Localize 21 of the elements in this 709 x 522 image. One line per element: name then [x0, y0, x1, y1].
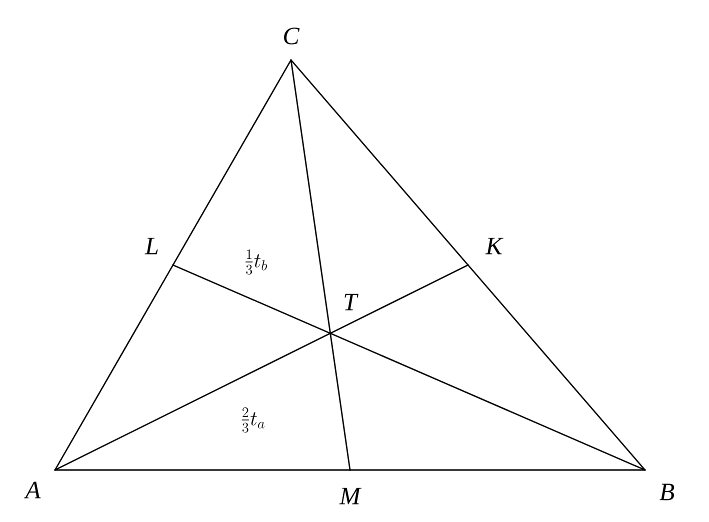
point-label: B — [660, 484, 674, 500]
point-label: C — [284, 28, 300, 44]
line-segment — [350, 469, 645, 471]
line-segment — [290, 60, 331, 334]
line-segment — [54, 264, 174, 470]
point-label: A — [24, 482, 41, 498]
point-label: M — [339, 488, 362, 504]
line-segment — [468, 264, 646, 470]
point-label: L — [144, 238, 158, 254]
edge-label: $\frac{1}{3}t_b$ — [246, 249, 267, 275]
line-segment — [172, 264, 330, 334]
line-segment — [290, 60, 468, 266]
line-segment — [330, 264, 468, 334]
line-segment — [330, 332, 646, 471]
point-label: T — [344, 294, 358, 310]
line-segment — [330, 333, 351, 470]
line-segment — [55, 469, 350, 471]
edge-label: $\frac{2}{3}t_a$ — [242, 407, 264, 433]
point-label: K — [485, 238, 504, 254]
line-segment — [172, 60, 292, 266]
line-segment — [54, 332, 330, 471]
